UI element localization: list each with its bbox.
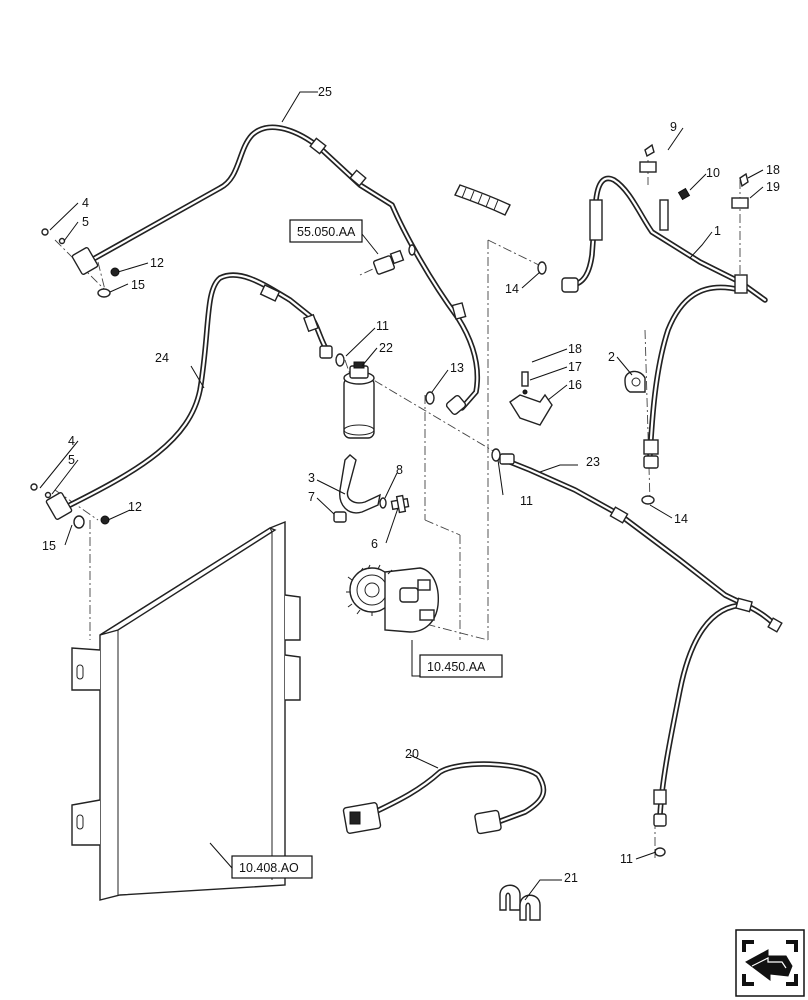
callout-17: 17 (568, 360, 582, 374)
hose-24 (67, 272, 333, 508)
callout-11-drier: 11 (376, 319, 389, 333)
callout-16: 16 (568, 378, 582, 392)
callout-11-hose23: 11 (520, 494, 533, 508)
condenser (71, 520, 301, 901)
callout-12-bottom: 12 (128, 500, 142, 514)
bracket-16 (509, 371, 553, 426)
callout-15-bottom: 15 (42, 539, 56, 553)
callout-19: 19 (766, 180, 780, 194)
callout-13: 13 (450, 361, 464, 375)
next-page-arrow-icon[interactable] (735, 929, 805, 997)
hose-assembly-1 (561, 175, 768, 469)
callout-3: 3 (308, 471, 315, 485)
callout-22: 22 (379, 341, 393, 355)
ac-compressor (346, 564, 439, 633)
callout-5-top: 5 (82, 215, 89, 229)
small-clamps (639, 143, 749, 209)
callout-1: 1 (714, 224, 721, 238)
callout-10: 10 (706, 166, 720, 180)
pressure-switch (373, 244, 416, 275)
reference-55050[interactable]: 55.050.AA (289, 219, 363, 243)
callout-20: 20 (405, 747, 419, 761)
callout-15-top: 15 (131, 278, 145, 292)
leader-lines (39, 91, 764, 901)
receiver-drier-22 (343, 361, 375, 439)
callout-7: 7 (308, 490, 315, 504)
reference-10408[interactable]: 10.408.AO (231, 855, 313, 879)
callout-4-top: 4 (82, 196, 89, 210)
callout-18-top: 18 (766, 163, 780, 177)
hose-25 (85, 124, 481, 415)
callout-11-bottom: 11 (620, 852, 633, 866)
ref-10408-label: 10.408.AO (239, 861, 299, 875)
hose-23 (499, 453, 783, 827)
callout-21: 21 (564, 871, 578, 885)
callout-23: 23 (586, 455, 600, 469)
callout-14-bottom: 14 (674, 512, 688, 526)
ref-10450-label: 10.450.AA (427, 660, 486, 674)
callout-12-top: 12 (150, 256, 164, 270)
callout-9: 9 (670, 120, 677, 134)
hose-sleeve (454, 184, 511, 216)
callout-labels: 25 4 5 12 15 24 4 5 12 15 11 22 13 3 7 8… (42, 85, 780, 885)
clamp-2 (624, 370, 646, 393)
callout-55050-ref: 24 (155, 351, 169, 365)
callout-8: 8 (396, 463, 403, 477)
callout-5-bottom: 5 (68, 453, 75, 467)
callout-25: 25 (318, 85, 332, 99)
bracket-3-assembly (333, 454, 410, 523)
callout-4-bottom: 4 (68, 434, 75, 448)
ref-55050-label: 55.050.AA (297, 225, 356, 239)
end-fittings (30, 228, 666, 857)
callout-2: 2 (608, 350, 615, 364)
callout-18-mid: 18 (568, 342, 582, 356)
callout-14-top: 14 (505, 282, 519, 296)
reference-10450[interactable]: 10.450.AA (419, 654, 503, 678)
callout-6: 6 (371, 537, 378, 551)
wiring-harness-20 (342, 761, 547, 835)
clip-21 (499, 884, 541, 921)
